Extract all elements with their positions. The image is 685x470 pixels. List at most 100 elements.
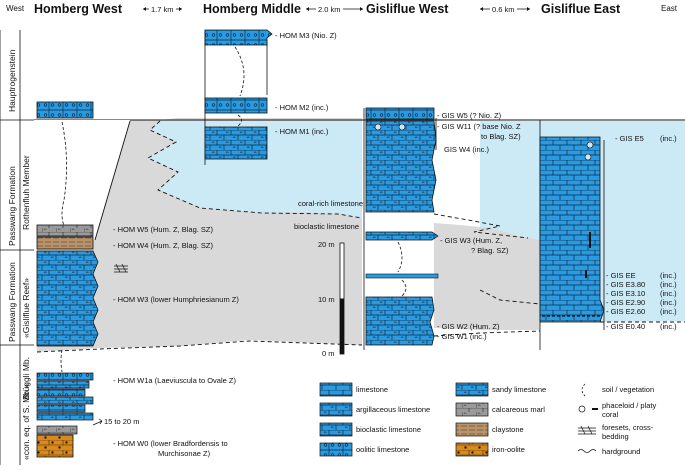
section-title-gisliflue-west: Gisliflue West: [366, 2, 449, 16]
coral-rich-blue-body: [148, 121, 362, 218]
homberg-middle-column: [204, 29, 273, 165]
label-bioclastic: bioclastic limestone: [294, 222, 359, 231]
rothenfluh-member-label: Rothenfluh Member: [21, 155, 31, 230]
label-gis-e040: - GIS E0.40: [606, 322, 645, 331]
label-gis-e260: - GIS E2.60: [606, 307, 645, 316]
distance-label-3: 0.6 km: [492, 5, 515, 14]
label-inc-e380: (inc.): [660, 280, 677, 289]
lower-boundary-east: [433, 330, 541, 337]
distance-label-1: 1.7 km: [151, 5, 174, 14]
gisliflue-reef-label: «Gisliflue Reef»: [21, 278, 31, 338]
distance-arrow-3: 0.6 km: [480, 5, 530, 14]
label-gis-e5-inc: (inc.): [660, 134, 677, 143]
label-coral-rich: coral-rich limestone: [298, 199, 363, 208]
label-inc-e290: (inc.): [660, 298, 677, 307]
bruggli-member-label: Brüggli Mb.: [21, 357, 31, 400]
gis-w2-bed: [365, 296, 435, 346]
legend-label-bioclastic: bioclastic limestone: [356, 425, 421, 434]
coral-rich-boundary: [147, 120, 363, 219]
label-gis-w5: - GIS W5 (? Nio. Z): [437, 111, 502, 120]
legend-swatch-marl: [455, 402, 489, 417]
label-gis-e290: - GIS E2.90: [606, 298, 645, 307]
lower-boundary-west: [36, 340, 363, 353]
gis-east-limestone-stack: [539, 136, 605, 323]
hom-m3-bed: [204, 29, 273, 46]
label-gis-w4: GIS W4 (inc.): [444, 145, 490, 154]
legend: limestone argillaceous limestone bioclas…: [319, 382, 656, 457]
hom-w-hauptrogenstein-bed: [36, 101, 94, 119]
legend-swatch-oolitic: [319, 442, 353, 457]
gis-w5-bed: [365, 107, 435, 120]
legend-swatch-limestone: [319, 382, 353, 397]
label-gis-ee: - GIS EE: [606, 271, 636, 280]
distance-arrow-1: 1.7 km: [143, 5, 182, 14]
hom-w4-clay-bed: [36, 236, 94, 250]
legend-swatch-bioclastic: [319, 422, 353, 437]
legend-label-soil: soil / vegetation: [602, 385, 654, 394]
label-gis-w1: - GIS W1 (inc.): [437, 332, 487, 341]
label-hom-m1: - HOM M1 (inc.): [275, 127, 329, 136]
hom-m1-bed: [204, 126, 268, 160]
thickness-note: 15 to 20 m: [104, 417, 139, 426]
formation-column: Hauptrogenstein Passwang Formation Rothe…: [0, 30, 34, 465]
label-hom-w4: - HOM W4 (Hum. Z, Blag. SZ): [113, 241, 214, 250]
section-title-gisliflue-east: Gisliflue East: [541, 2, 621, 16]
legend-label-phaceloid: phaceloid / platy: [602, 401, 656, 410]
label-gis-e310: - GIS E3.10: [606, 289, 645, 298]
cross-bedding-symbol: [114, 263, 128, 273]
hom-w0-iron-oolite-bed: [36, 434, 74, 458]
legend-symbol-soil: [581, 383, 586, 397]
hom-w3-reef-bed: [36, 250, 99, 347]
legend-label-foresets: foresets, cross-: [602, 423, 654, 432]
label-gis-w11-line1: - GIS W11 (? base Nio. Z: [437, 122, 521, 131]
legend-label-argillaceous: argillaceous limestone: [356, 405, 430, 414]
label-hom-m3: - HOM M3 (Nio. Z): [275, 31, 337, 40]
west-label: West: [6, 4, 25, 13]
label-inc-e040: (inc.): [660, 322, 677, 331]
label-inc-e260: (inc.): [660, 307, 677, 316]
scale-0m: 0 m: [322, 349, 335, 358]
legend-swatch-iron-oolite: [455, 442, 489, 457]
legend-label-hardground: hardground: [602, 447, 640, 456]
legend-label-marl: calcareous marl: [492, 405, 545, 414]
distance-arrow-2: 2.0 km: [306, 5, 363, 14]
gis-e-reef-boundary: [479, 289, 685, 323]
label-hom-w1a: - HOM W1a (Laeviuscula to Ovale Z): [113, 376, 236, 385]
label-inc-e310: (inc.): [660, 289, 677, 298]
legend-label-claystone: claystone: [492, 425, 524, 434]
legend-symbol-foresets: [578, 425, 596, 435]
label-hom-w3: - HOM W3 (lower Humphriesianum Z): [113, 295, 239, 304]
scale-bar: 20 m 10 m 0 m: [318, 240, 345, 358]
passwang-formation-lower-label: Passwang Formation: [7, 262, 17, 342]
label-hom-w0-line2: Murchisonae Z): [158, 449, 211, 458]
legend-symbol-hardground: [577, 449, 597, 453]
con-eq-label: «con. eq. of S. Mb.»: [21, 384, 31, 460]
bioclastic-boundary: [433, 213, 529, 239]
legend-label-limestone: limestone: [356, 385, 388, 394]
gisliflue-west-grey-lower: [434, 223, 540, 330]
legend-label-sandy: sandy limestone: [492, 385, 546, 394]
distance-label-2: 2.0 km: [318, 5, 341, 14]
section-title-homberg-west: Homberg West: [34, 2, 123, 16]
passwang-formation-upper-label: Passwang Formation: [7, 166, 17, 246]
section-title-homberg-middle: Homberg Middle: [203, 2, 301, 16]
hauptrogenstein-label: Hauptrogenstein: [7, 49, 17, 112]
gis-w3-bed: [365, 231, 439, 241]
homberg-west-column: 15 to 20 m: [34, 101, 139, 458]
scale-10m: 10 m: [318, 295, 335, 304]
gisliflue-east-column: [539, 120, 605, 350]
label-inc-ee: (inc.): [660, 271, 677, 280]
hom-m2-bed: [204, 97, 268, 114]
label-gis-w3-line2: ? Blag. SZ): [471, 246, 509, 255]
legend-label-oolitic: oolitic limestone: [356, 445, 409, 454]
legend-swatch-claystone: [455, 422, 489, 437]
legend-swatch-sandy: [455, 382, 489, 397]
hom-w5-marl-bed: [36, 224, 94, 237]
gis-w4-bed: [365, 120, 437, 213]
legend-label-bedding: bedding: [602, 432, 629, 441]
legend-label-coral: coral: [602, 410, 619, 419]
label-gis-w3-line1: - GIS W3 (Hum. Z,: [440, 236, 502, 245]
scale-20m: 20 m: [318, 240, 335, 249]
label-gis-w2: - GIS W2 (Hum. Z): [437, 322, 500, 331]
